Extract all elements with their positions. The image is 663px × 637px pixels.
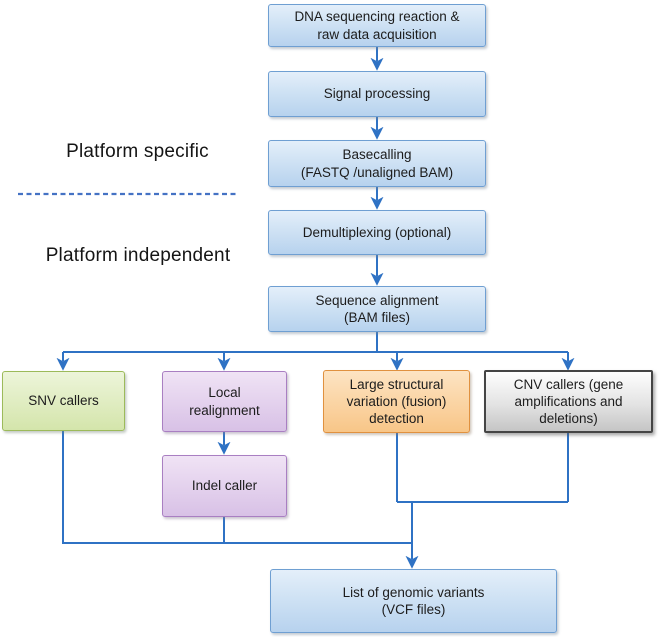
node-demultiplexing: Demultiplexing (optional) bbox=[268, 210, 486, 255]
node-genomic-variants: List of genomic variants (VCF files) bbox=[270, 569, 557, 633]
node-large-structural-variation: Large structural variation (fusion) dete… bbox=[323, 370, 470, 433]
node-local-realignment: Local realignment bbox=[162, 371, 287, 432]
node-signal-processing: Signal processing bbox=[268, 71, 486, 117]
platform-independent-label: Platform independent bbox=[45, 245, 231, 266]
node-sequence-alignment: Sequence alignment (BAM files) bbox=[268, 286, 486, 332]
node-indel-caller: Indel caller bbox=[162, 455, 287, 517]
node-basecalling: Basecalling (FASTQ /unaligned BAM) bbox=[268, 140, 486, 187]
platform-specific-label: Platform specific bbox=[66, 141, 209, 162]
connector-snv-down bbox=[62, 431, 412, 544]
node-cnv-callers: CNV callers (gene amplifications and del… bbox=[484, 370, 653, 433]
node-snv-callers: SNV callers bbox=[2, 371, 125, 431]
node-dna-sequencing: DNA sequencing reaction & raw data acqui… bbox=[268, 4, 486, 47]
